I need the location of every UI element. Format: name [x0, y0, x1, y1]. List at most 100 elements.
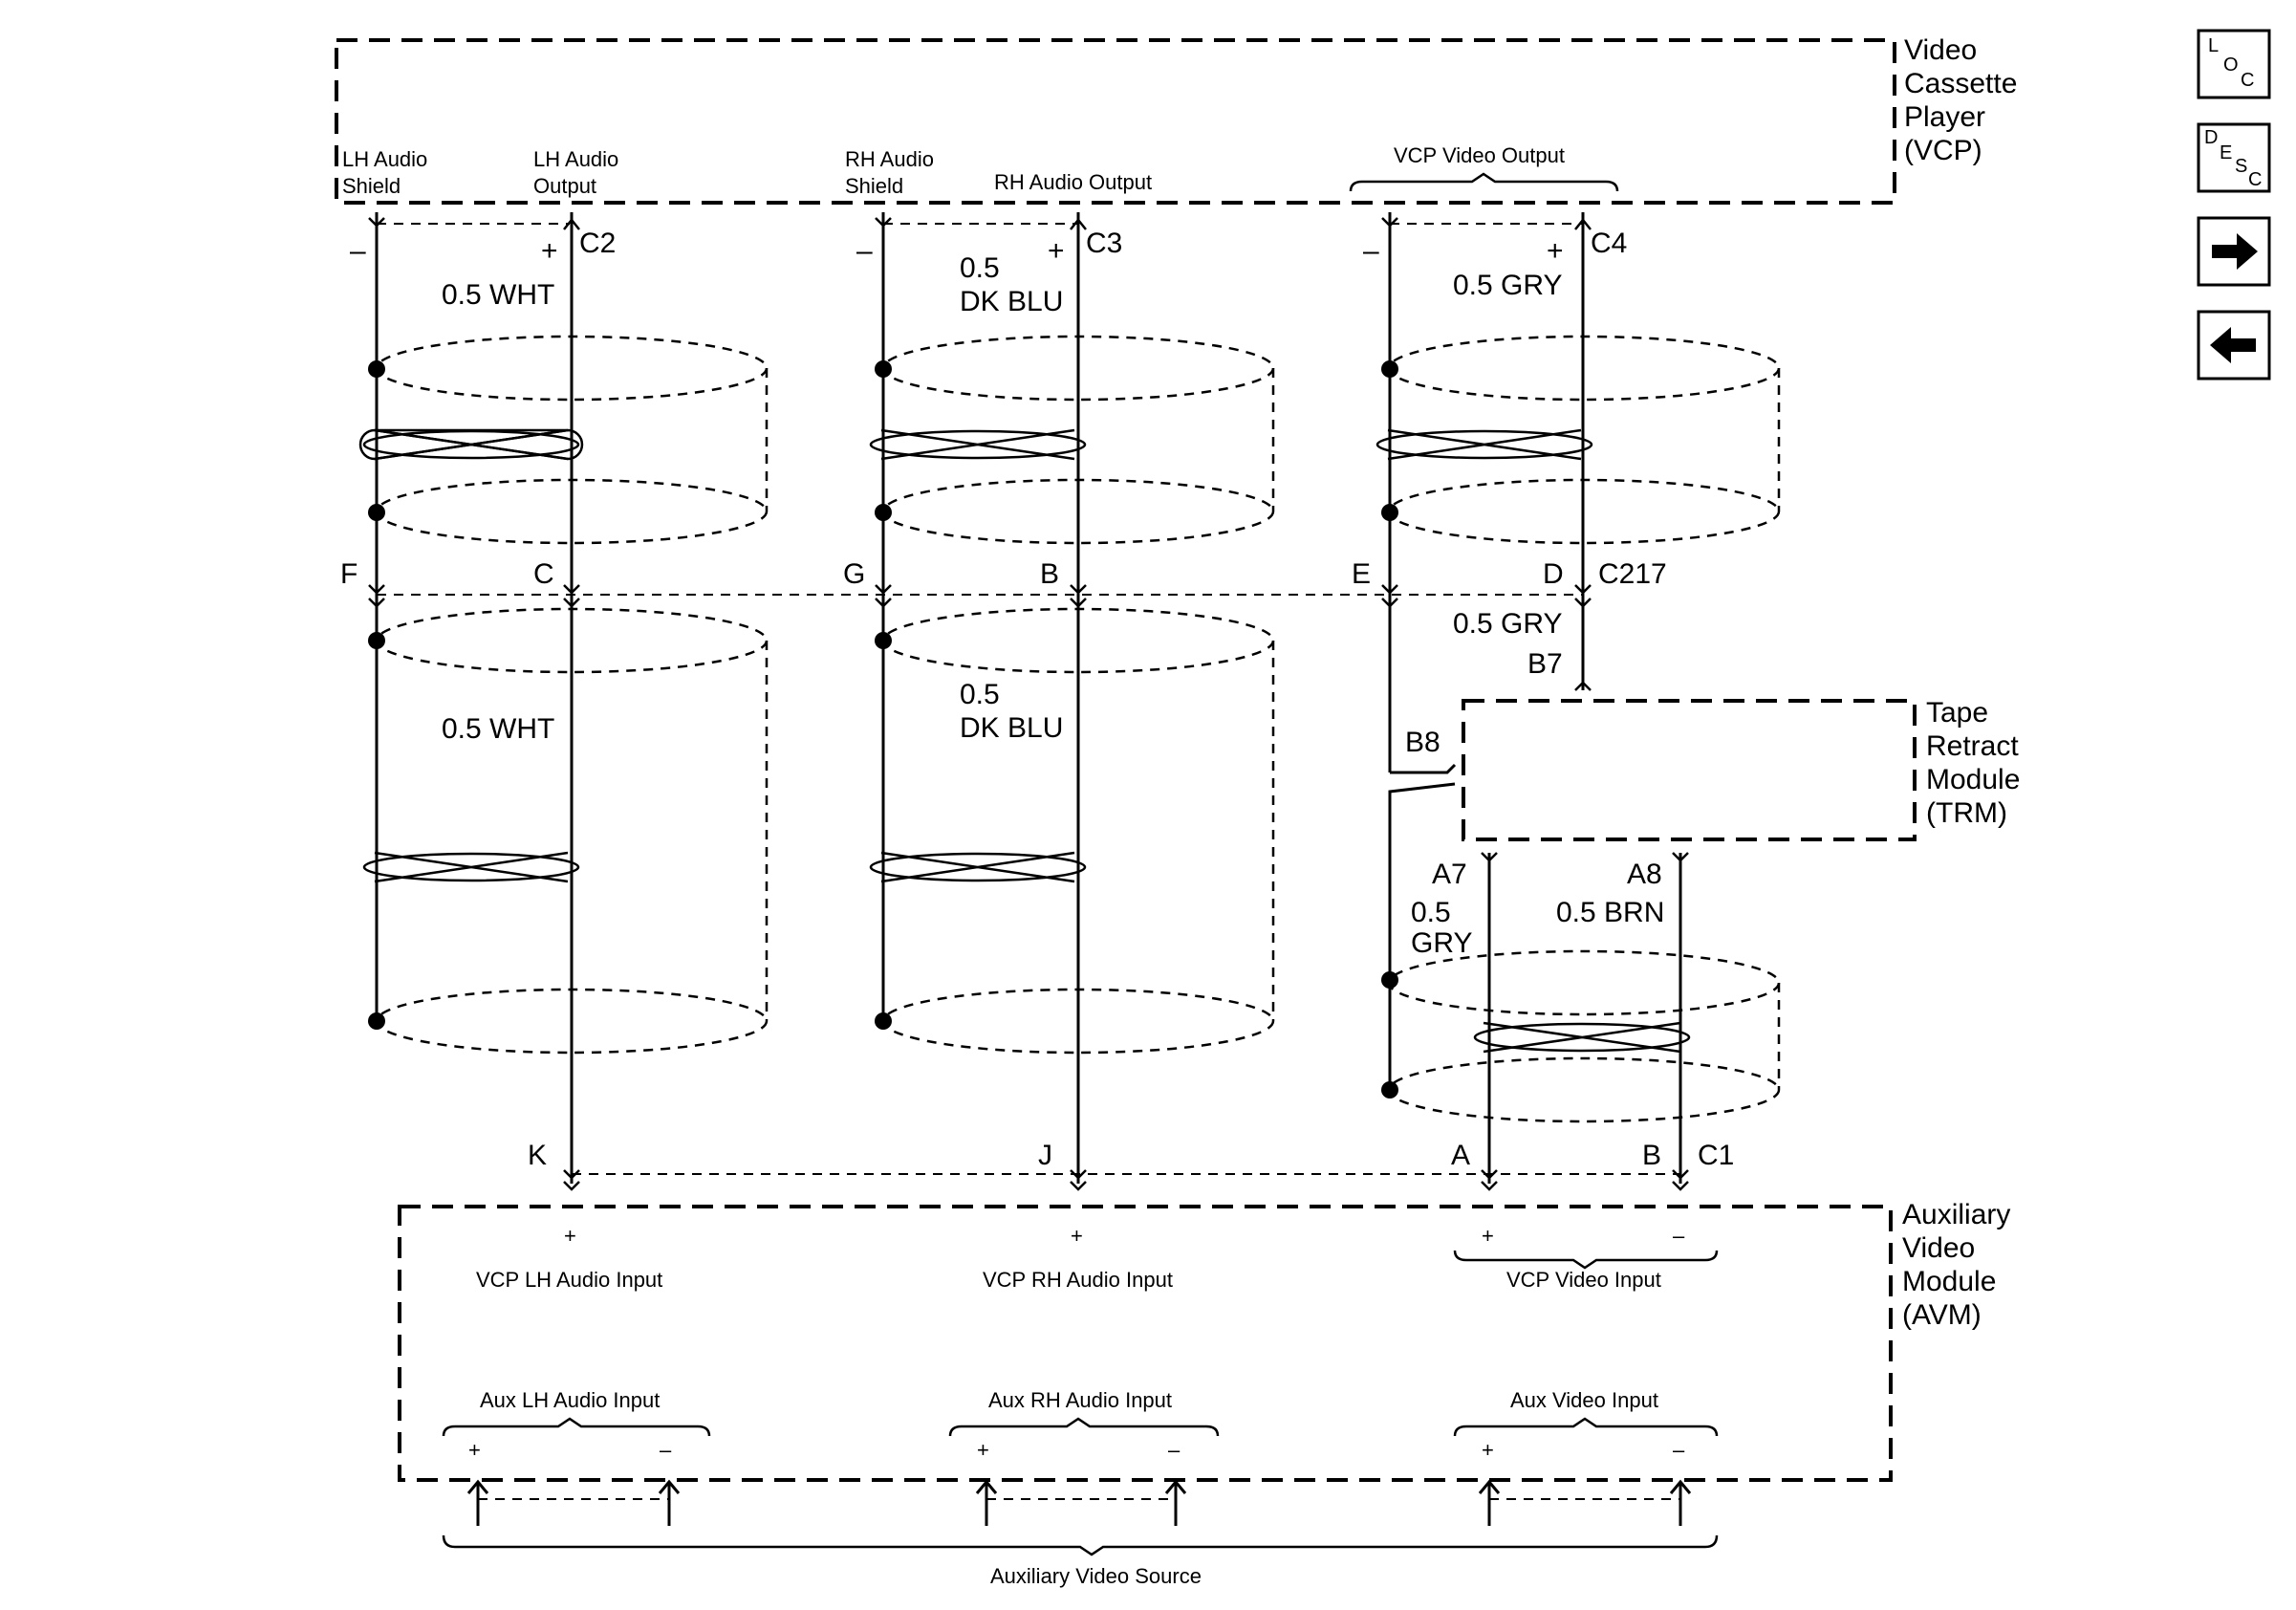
vcp-module-title: Video Cassette Player (VCP) — [1904, 34, 2017, 166]
svg-text:Video: Video — [1904, 34, 1977, 66]
svg-text:C: C — [533, 558, 554, 590]
svg-text:O: O — [2223, 54, 2239, 76]
svg-text:(TRM): (TRM) — [1926, 797, 2007, 829]
svg-text:+: + — [564, 1224, 576, 1248]
svg-text:+: + — [541, 235, 558, 267]
svg-text:0.5 GRY: 0.5 GRY — [1453, 270, 1563, 301]
svg-text:L: L — [2208, 35, 2219, 56]
trm-module-title: Tape Retract Module (TRM) — [1926, 697, 2020, 829]
svg-text:C3: C3 — [1086, 228, 1122, 259]
svg-text:–: – — [350, 235, 366, 267]
svg-text:+: + — [1048, 235, 1065, 267]
svg-text:VCP Video Output: VCP Video Output — [1394, 143, 1565, 167]
svg-text:–: – — [856, 235, 873, 267]
svg-text:A8: A8 — [1627, 859, 1662, 890]
svg-text:E: E — [2220, 142, 2232, 163]
svg-text:A: A — [1451, 1140, 1470, 1171]
vcp-video-output-brace — [1349, 172, 1619, 192]
connector-labels: C2 C3 C4 F C G B E D C217 B7 B8 A7 A8 K … — [340, 228, 1734, 1171]
svg-text:–: – — [1363, 235, 1379, 267]
wire-color-labels: 0.5 WHT 0.5 DK BLU 0.5 GRY 0.5 GRY 0.5 W… — [442, 252, 1664, 959]
arrow-right-icon — [2212, 233, 2258, 270]
svg-text:A7: A7 — [1432, 859, 1467, 890]
svg-text:B: B — [1040, 558, 1059, 590]
svg-text:VCP RH Audio Input: VCP RH Audio Input — [983, 1268, 1173, 1292]
svg-text:GRY: GRY — [1411, 927, 1472, 959]
svg-text:B: B — [1642, 1140, 1661, 1171]
terminal-marks — [368, 217, 1689, 1191]
svg-text:F: F — [340, 558, 357, 590]
svg-text:(AVM): (AVM) — [1902, 1299, 1982, 1331]
avm-pin-labels: + + + – VCP LH Audio Input VCP RH Audio … — [468, 1224, 1685, 1462]
svg-text:0.5: 0.5 — [960, 252, 1000, 284]
svg-text:Shield: Shield — [845, 174, 903, 198]
svg-text:LH Audio: LH Audio — [342, 147, 427, 171]
svg-text:–: – — [1168, 1438, 1180, 1462]
svg-text:DK BLU: DK BLU — [960, 286, 1063, 317]
prev-button[interactable] — [2197, 310, 2271, 381]
aux-source-arrows — [466, 1479, 1692, 1526]
svg-text:E: E — [1352, 558, 1371, 590]
svg-text:RH Audio Output: RH Audio Output — [994, 170, 1152, 194]
aux-source-label: Auxiliary Video Source — [990, 1564, 1202, 1588]
svg-text:Aux RH Audio Input: Aux RH Audio Input — [988, 1388, 1172, 1412]
svg-text:Player: Player — [1904, 101, 1985, 133]
svg-text:Shield: Shield — [342, 174, 401, 198]
svg-text:K: K — [528, 1140, 547, 1171]
loc-button[interactable]: L O C — [2197, 29, 2271, 99]
svg-text:0.5: 0.5 — [960, 679, 1000, 710]
svg-text:–: – — [660, 1438, 672, 1462]
svg-text:Video: Video — [1902, 1232, 1975, 1264]
desc-button[interactable]: D E S C — [2197, 122, 2271, 193]
svg-text:+: + — [1547, 235, 1564, 267]
svg-text:0.5 WHT: 0.5 WHT — [442, 713, 554, 745]
svg-text:G: G — [843, 558, 865, 590]
svg-text:+: + — [1071, 1224, 1083, 1248]
svg-text:C1: C1 — [1698, 1140, 1734, 1171]
svg-text:+: + — [1482, 1438, 1494, 1462]
splice-dots — [368, 360, 1398, 1099]
svg-text:0.5: 0.5 — [1411, 897, 1451, 928]
svg-text:S: S — [2235, 156, 2247, 177]
svg-text:–: – — [1673, 1438, 1685, 1462]
svg-text:J: J — [1038, 1140, 1052, 1171]
svg-text:(VCP): (VCP) — [1904, 135, 1982, 166]
svg-text:+: + — [1482, 1224, 1494, 1248]
svg-text:Auxiliary: Auxiliary — [1902, 1199, 2010, 1230]
trm-module-box — [1462, 699, 1917, 841]
svg-text:+: + — [468, 1438, 481, 1462]
svg-text:DK BLU: DK BLU — [960, 712, 1063, 744]
aux-source-brace — [442, 1534, 1719, 1556]
avm-module-box — [398, 1205, 1893, 1482]
svg-text:Cassette: Cassette — [1904, 68, 2017, 99]
svg-text:Module: Module — [1902, 1266, 1996, 1297]
svg-text:RH Audio: RH Audio — [845, 147, 934, 171]
svg-text:Output: Output — [533, 174, 596, 198]
svg-text:+: + — [977, 1438, 989, 1462]
twisted-pair-symbols — [358, 428, 1691, 1054]
svg-text:VCP Video Input: VCP Video Input — [1506, 1268, 1661, 1292]
polarity-marks-top: – + – + – + — [350, 235, 1564, 267]
svg-text:0.5 BRN: 0.5 BRN — [1556, 897, 1664, 928]
avm-module-title: Auxiliary Video Module (AVM) — [1902, 1199, 2010, 1331]
vcp-pin-labels: LH Audio Shield LH Audio Output RH Audio… — [342, 143, 1565, 198]
wires — [375, 212, 1682, 1184]
svg-text:C2: C2 — [579, 228, 616, 259]
svg-text:C: C — [2248, 169, 2262, 190]
svg-text:0.5 WHT: 0.5 WHT — [442, 279, 554, 311]
vcp-module-box — [335, 38, 1896, 205]
svg-text:D: D — [1543, 558, 1564, 590]
svg-text:C: C — [2241, 70, 2254, 91]
avm-braces — [442, 1250, 1719, 1437]
svg-text:B8: B8 — [1405, 727, 1440, 758]
svg-text:VCP LH Audio Input: VCP LH Audio Input — [476, 1268, 662, 1292]
svg-text:Module: Module — [1926, 764, 2020, 795]
svg-text:C217: C217 — [1598, 558, 1667, 590]
next-button[interactable] — [2197, 216, 2271, 287]
svg-text:–: – — [1673, 1224, 1685, 1248]
svg-text:Aux LH Audio Input: Aux LH Audio Input — [480, 1388, 660, 1412]
svg-text:Retract: Retract — [1926, 730, 2019, 762]
svg-text:C4: C4 — [1591, 228, 1627, 259]
arrow-left-icon — [2210, 327, 2256, 363]
